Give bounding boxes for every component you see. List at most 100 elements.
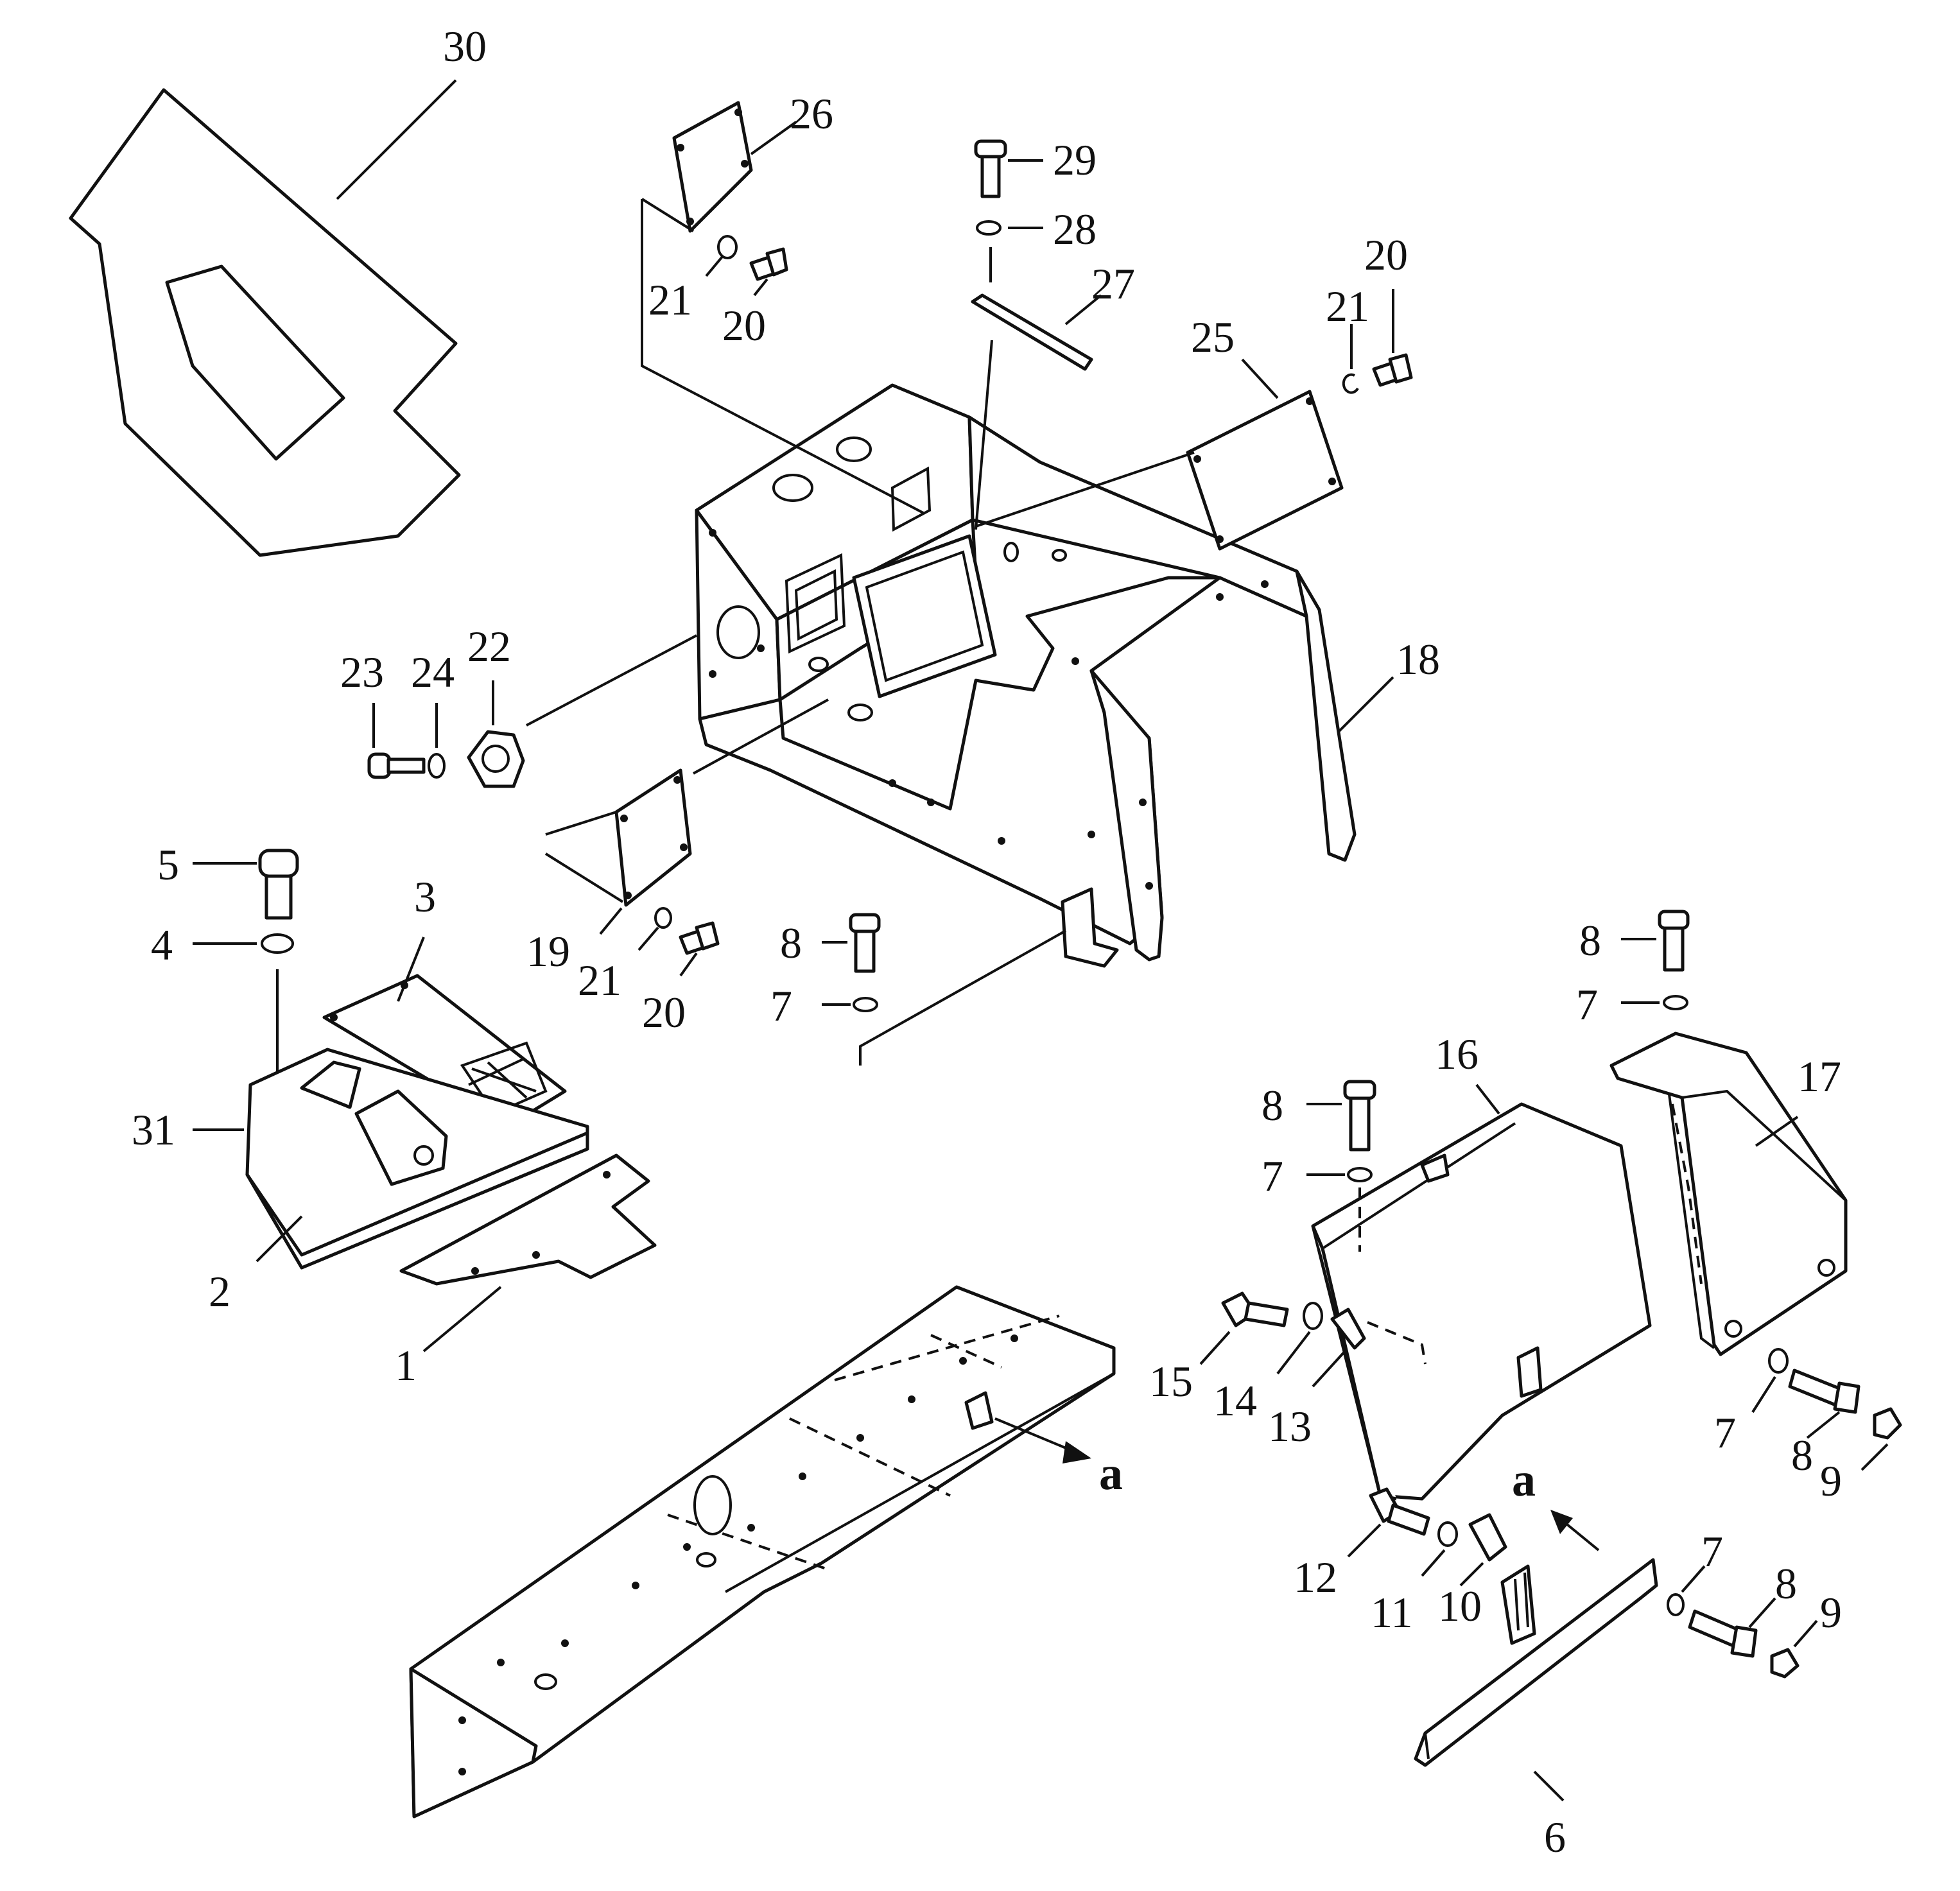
assembly-line-26a (641, 198, 695, 232)
callout-7e: 7 (1701, 1527, 1723, 1576)
cap-22 (467, 730, 525, 788)
bracket-6 (1414, 1558, 1658, 1767)
washer-24 (428, 753, 446, 779)
part-18-main-frame (695, 383, 1357, 968)
leader-13 (1312, 1350, 1346, 1388)
bolt-8-bracket (1688, 1609, 1758, 1658)
seat-base-31 (245, 1048, 589, 1270)
nut-9-bracket (1770, 1648, 1800, 1679)
arrow-a-bracket-line (1562, 1520, 1600, 1551)
callout-1: 1 (395, 1341, 417, 1390)
bolt-8-cover17 (1658, 910, 1690, 972)
callout-21c: 21 (578, 956, 621, 1005)
part-17-side-cover (1609, 1032, 1848, 1356)
leader-15 (1199, 1331, 1231, 1365)
leader-27 (1064, 294, 1102, 325)
leader-7d (1751, 1376, 1776, 1413)
assembly-line-19a (545, 811, 617, 836)
assembly-line-22 (526, 634, 697, 727)
washer-21-upper-right (1342, 373, 1359, 394)
part-19-cover-plate (614, 768, 692, 907)
arrow-a-frame-head (1062, 1441, 1091, 1464)
washer-14 (1303, 1302, 1323, 1330)
bolt-12 (1369, 1487, 1430, 1536)
washer-21-upper-left (717, 235, 738, 259)
callout-27: 27 (1091, 259, 1135, 308)
callout-5: 5 (157, 840, 179, 889)
callout-8c: 8 (1262, 1081, 1283, 1130)
plate-27 (971, 293, 1093, 371)
reference-a-frame: a (1099, 1447, 1123, 1500)
clip-10 (1468, 1513, 1507, 1562)
bolt-20-upper-left (749, 247, 788, 281)
arrow-a-bracket-head (1550, 1510, 1573, 1534)
bolt-23 (367, 752, 426, 779)
part-16-side-cover (1311, 1102, 1652, 1501)
washer-7-middle (853, 997, 878, 1012)
washer-4 (261, 933, 294, 954)
callout-11: 11 (1371, 1588, 1412, 1637)
callout-14: 14 (1213, 1376, 1257, 1425)
plate-2 (245, 1131, 589, 1270)
clip-13 (1330, 1308, 1366, 1350)
callout-16: 16 (1435, 1030, 1479, 1078)
bolt-8-cover16 (1343, 1080, 1376, 1152)
callout-18: 18 (1396, 635, 1440, 684)
leader-9b (1793, 1619, 1818, 1648)
bolt-5 (258, 849, 299, 920)
callout-9b: 9 (1820, 1588, 1842, 1637)
leader-7e (1681, 1565, 1706, 1593)
callout-20a: 20 (722, 301, 766, 350)
leader-3 (397, 937, 425, 1002)
washer-28 (976, 220, 1002, 236)
callout-9a: 9 (1820, 1456, 1842, 1505)
bolt-8-middle (849, 913, 881, 973)
reference-a-bracket: a (1512, 1454, 1536, 1507)
leader-6 (1533, 1770, 1565, 1802)
callout-29: 29 (1053, 135, 1097, 184)
leader-16 (1475, 1084, 1500, 1115)
callout-7b: 7 (1576, 980, 1598, 1029)
arrow-a-frame-line (994, 1417, 1073, 1452)
washer-7-right (1768, 1348, 1789, 1374)
callout-7c: 7 (1262, 1152, 1283, 1200)
part-30-floor-mat (69, 88, 461, 557)
part-25-cover-plate (1186, 390, 1344, 551)
nut-9-right (1873, 1407, 1902, 1440)
callout-20b: 20 (1364, 230, 1408, 279)
washer-7-cover16 (1347, 1167, 1373, 1182)
leader-18 (1337, 676, 1394, 733)
leader-21a (705, 255, 724, 277)
track-frame-long (409, 1285, 1116, 1818)
bolt-15 (1221, 1291, 1289, 1327)
callout-19: 19 (526, 927, 570, 976)
callout-15: 15 (1149, 1357, 1193, 1406)
callout-6: 6 (1544, 1813, 1566, 1861)
callout-8a: 8 (780, 919, 802, 967)
callout-21b: 21 (1326, 282, 1369, 331)
washer-7-bracket (1667, 1593, 1685, 1616)
leader-30 (336, 79, 457, 200)
leader-19 (599, 907, 623, 935)
assembly-line-26b (641, 199, 925, 515)
callout-23: 23 (340, 648, 384, 696)
callout-7a: 7 (770, 981, 792, 1030)
callout-4: 4 (151, 920, 173, 969)
callout-25: 25 (1191, 313, 1235, 361)
washer-11 (1437, 1521, 1458, 1547)
callout-30: 30 (443, 22, 487, 71)
leader-14 (1276, 1331, 1311, 1375)
callout-26: 26 (790, 89, 833, 138)
callout-17: 17 (1798, 1052, 1841, 1101)
callout-21a: 21 (648, 275, 692, 324)
leader-26 (750, 121, 797, 155)
callout-8b: 8 (1579, 916, 1601, 965)
callout-24: 24 (411, 648, 455, 696)
leader-11 (1421, 1549, 1446, 1577)
leader-25 (1241, 358, 1279, 399)
callout-13: 13 (1268, 1402, 1312, 1451)
callout-8d: 8 (1791, 1431, 1813, 1480)
leader-10 (1459, 1562, 1484, 1587)
callout-10: 10 (1438, 1582, 1482, 1630)
